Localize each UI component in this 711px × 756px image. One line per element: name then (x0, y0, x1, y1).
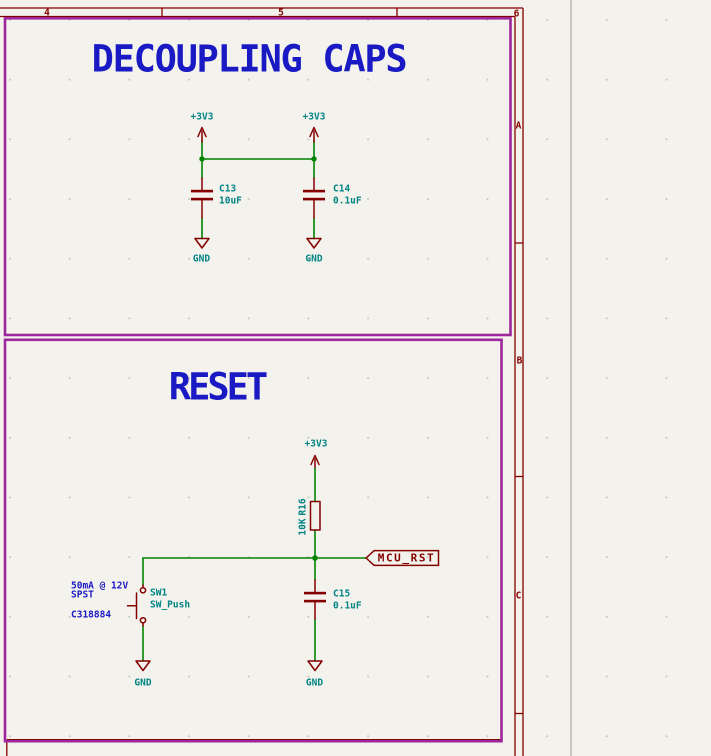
sheet-frame (0, 7, 524, 756)
gnd-net-label[interactable]: GND (134, 676, 152, 688)
value-sw1[interactable]: SW_Push (150, 599, 191, 611)
power-net-label[interactable]: +3V3 (190, 110, 214, 122)
gnd-net-label[interactable]: GND (305, 253, 323, 265)
ref-sw1[interactable]: SW1 (150, 587, 168, 599)
switch-note[interactable]: 50mA @ 12V (71, 579, 129, 591)
gnd-symbol-icon[interactable] (306, 237, 322, 249)
gnd-symbol-icon[interactable] (307, 660, 323, 672)
gnd-net-label[interactable]: GND (305, 676, 324, 688)
value-c14[interactable]: 0.1uF (333, 194, 362, 206)
wires-decoupling[interactable] (199, 140, 317, 240)
section-title-decoupling[interactable]: DECOUPLING CAPS (91, 37, 408, 80)
value-c13[interactable]: 10uF (219, 194, 242, 206)
power-flag-3v3-icon[interactable] (197, 126, 207, 143)
ref-c13[interactable]: C13 (219, 182, 237, 194)
switch-note[interactable]: C318884 (71, 609, 112, 621)
section-box-decoupling[interactable] (3, 16, 512, 337)
frame-column-label: 5 (278, 7, 284, 18)
gnd-symbol-icon[interactable] (194, 237, 210, 249)
switch-contact (139, 616, 147, 624)
value-r16[interactable]: 10K (297, 517, 309, 536)
capacitor-c14[interactable] (303, 177, 325, 219)
ref-c15[interactable]: C15 (333, 587, 351, 599)
capacitor-c13[interactable] (191, 177, 213, 219)
global-label-outline[interactable] (365, 549, 440, 567)
resistor-r16[interactable] (309, 500, 321, 531)
capacitor-plate (303, 197, 325, 201)
frame-row-label: C (515, 590, 522, 602)
capacitor-plate (191, 197, 213, 201)
junction-dot[interactable] (199, 156, 205, 162)
switch-sw1[interactable] (126, 584, 147, 627)
junction-dot[interactable] (312, 555, 318, 561)
capacitor-plate (304, 591, 326, 595)
switch-contact (139, 586, 147, 594)
frame-column-label: 6 (513, 8, 520, 20)
power-net-label[interactable]: +3V3 (304, 438, 328, 450)
junction-dot[interactable] (311, 156, 317, 162)
capacitor-plate (191, 189, 213, 193)
frame-row-label: B (516, 355, 523, 367)
frame-row-label: A (515, 120, 522, 132)
section-box-reset[interactable] (3, 338, 503, 743)
frame-column-label: 4 (44, 7, 50, 18)
wires-reset[interactable] (142, 467, 367, 662)
switch-note[interactable]: SPST (71, 589, 94, 601)
value-c15[interactable]: 0.1uF (333, 599, 362, 611)
capacitor-plate (303, 189, 325, 193)
power-flag-3v3-icon[interactable] (309, 126, 319, 143)
section-title-reset[interactable]: RESET (168, 365, 268, 409)
gnd-net-label[interactable]: GND (192, 253, 211, 265)
capacitor-plate (304, 599, 326, 603)
gnd-symbol-icon[interactable] (135, 660, 151, 672)
ref-c14[interactable]: C14 (333, 182, 351, 194)
ref-r16[interactable]: R16 (297, 497, 309, 516)
power-flag-3v3-icon[interactable] (310, 454, 320, 470)
global-label-mcu-rst[interactable]: MCU_RST (377, 551, 436, 565)
power-net-label[interactable]: +3V3 (302, 110, 326, 122)
capacitor-c15[interactable] (304, 579, 326, 620)
